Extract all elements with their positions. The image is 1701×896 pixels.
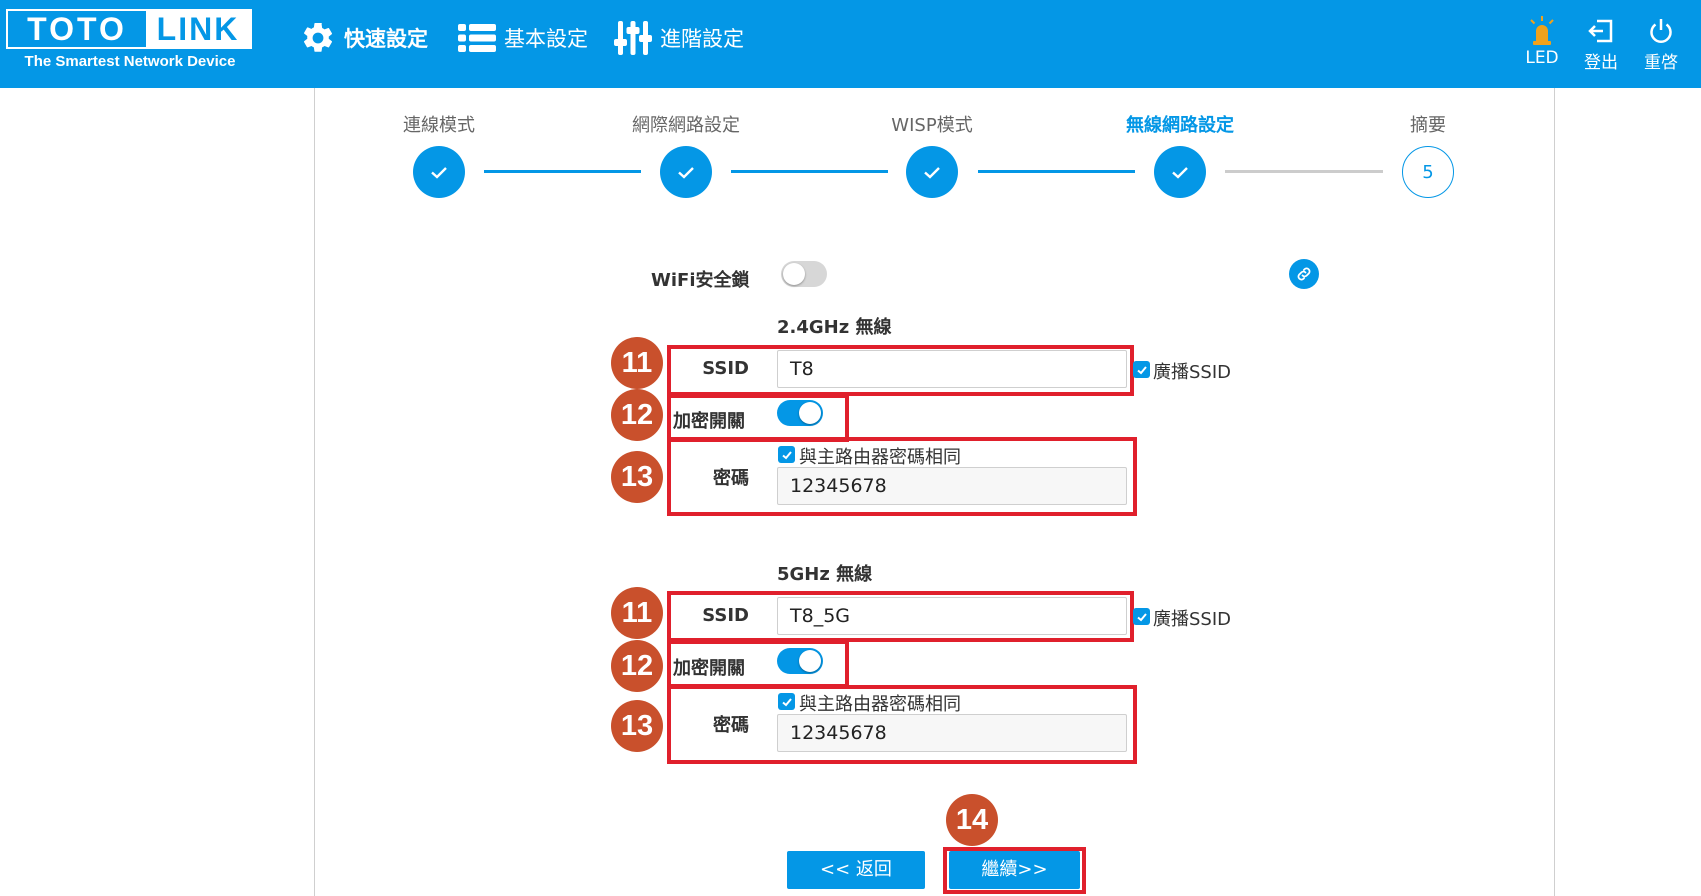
annotation-badge: 12	[611, 389, 663, 441]
check-icon	[431, 167, 447, 179]
link-icon[interactable]	[1289, 259, 1319, 289]
step-label-3: WISP模式	[891, 115, 973, 136]
broadcast-ssid-label-24: 廣播SSID	[1153, 362, 1232, 383]
annotation-badge: 12	[611, 640, 663, 692]
annotation-badge: 11	[611, 337, 663, 389]
reboot-button[interactable]: 重啓	[1634, 14, 1688, 74]
nav-advanced-setup[interactable]: 進階設定	[614, 18, 744, 58]
wifi-lock-label: WiFi安全鎖	[651, 270, 750, 291]
annotation-badge: 11	[611, 587, 663, 639]
step-1-done	[413, 146, 465, 198]
highlight-box	[667, 685, 1137, 764]
ssid-label-5: SSID	[702, 605, 749, 626]
totolink-logo[interactable]: TOTO LINK	[6, 9, 252, 49]
step-connector	[1225, 170, 1383, 173]
nav-label: 基本設定	[504, 27, 588, 51]
encrypt-label-24: 加密開關	[673, 411, 745, 432]
nav-quick-setup[interactable]: 快速設定	[300, 18, 428, 58]
band24-title: 2.4GHz 無線	[777, 317, 892, 338]
led-button[interactable]: LED	[1515, 14, 1569, 74]
top-header: TOTO LINK The Smartest Network Device 快速…	[0, 0, 1701, 88]
same-password-label-24: 與主路由器密碼相同	[799, 447, 961, 468]
check-icon	[678, 167, 694, 179]
step-3-done	[906, 146, 958, 198]
highlight-box	[667, 437, 1137, 516]
broadcast-ssid-label-5: 廣播SSID	[1153, 609, 1232, 630]
ssid-input-5[interactable]: T8_5G	[777, 597, 1127, 635]
same-password-label-5: 與主路由器密碼相同	[799, 694, 961, 715]
check-icon	[924, 167, 940, 179]
step-connector	[978, 170, 1135, 173]
nav-basic-setup[interactable]: 基本設定	[458, 18, 588, 58]
annotation-badge: 13	[611, 451, 663, 503]
logout-label: 登出	[1584, 53, 1618, 73]
encrypt-toggle-5[interactable]	[777, 648, 823, 674]
encrypt-label-5: 加密開關	[673, 658, 745, 679]
reboot-label: 重啓	[1644, 53, 1678, 73]
sliders-icon	[614, 19, 652, 57]
annotation-badge: 13	[611, 700, 663, 752]
step-5-pending: 5	[1402, 146, 1454, 198]
same-password-checkbox-5[interactable]	[778, 693, 795, 710]
back-button[interactable]: << 返回	[787, 851, 925, 889]
content-border-right	[1554, 88, 1555, 896]
led-label: LED	[1525, 48, 1559, 68]
step-label-2: 網際網路設定	[632, 115, 740, 136]
next-button[interactable]: 繼續>>	[949, 851, 1080, 889]
band5-title: 5GHz 無線	[777, 564, 873, 585]
logo-tagline: The Smartest Network Device	[24, 53, 236, 70]
step-connector	[484, 170, 641, 173]
broadcast-ssid-checkbox-24[interactable]	[1133, 361, 1150, 378]
step-connector	[731, 170, 888, 173]
highlight-box	[667, 345, 1134, 396]
step-2-done	[660, 146, 712, 198]
ssid-label-24: SSID	[702, 358, 749, 379]
led-icon	[1515, 14, 1569, 48]
password-label-5: 密碼	[713, 715, 749, 736]
logo-text-right: LINK	[146, 11, 250, 47]
password-input-24[interactable]: 12345678	[777, 467, 1127, 505]
wifi-lock-toggle[interactable]	[781, 261, 827, 287]
password-input-5[interactable]: 12345678	[777, 714, 1127, 752]
logout-icon	[1574, 14, 1628, 48]
step-label-5: 摘要	[1410, 115, 1446, 136]
step-4-current	[1154, 146, 1206, 198]
encrypt-toggle-24[interactable]	[777, 400, 823, 426]
step-label-4: 無線網路設定	[1126, 115, 1234, 136]
step-label-1: 連線模式	[403, 115, 475, 136]
same-password-checkbox-24[interactable]	[778, 446, 795, 463]
broadcast-ssid-checkbox-5[interactable]	[1133, 608, 1150, 625]
content-border-left	[314, 88, 315, 896]
logo-text-left: TOTO	[27, 11, 127, 47]
list-icon	[458, 23, 496, 53]
highlight-box	[943, 847, 1086, 894]
gear-icon	[300, 20, 336, 56]
password-label-24: 密碼	[713, 468, 749, 489]
check-icon	[1172, 167, 1188, 179]
ssid-input-24[interactable]: T8	[777, 350, 1127, 388]
power-icon	[1634, 14, 1688, 48]
nav-label: 快速設定	[344, 27, 428, 51]
logout-button[interactable]: 登出	[1574, 14, 1628, 74]
highlight-box	[667, 591, 1134, 642]
annotation-badge: 14	[946, 794, 998, 846]
nav-label: 進階設定	[660, 27, 744, 51]
